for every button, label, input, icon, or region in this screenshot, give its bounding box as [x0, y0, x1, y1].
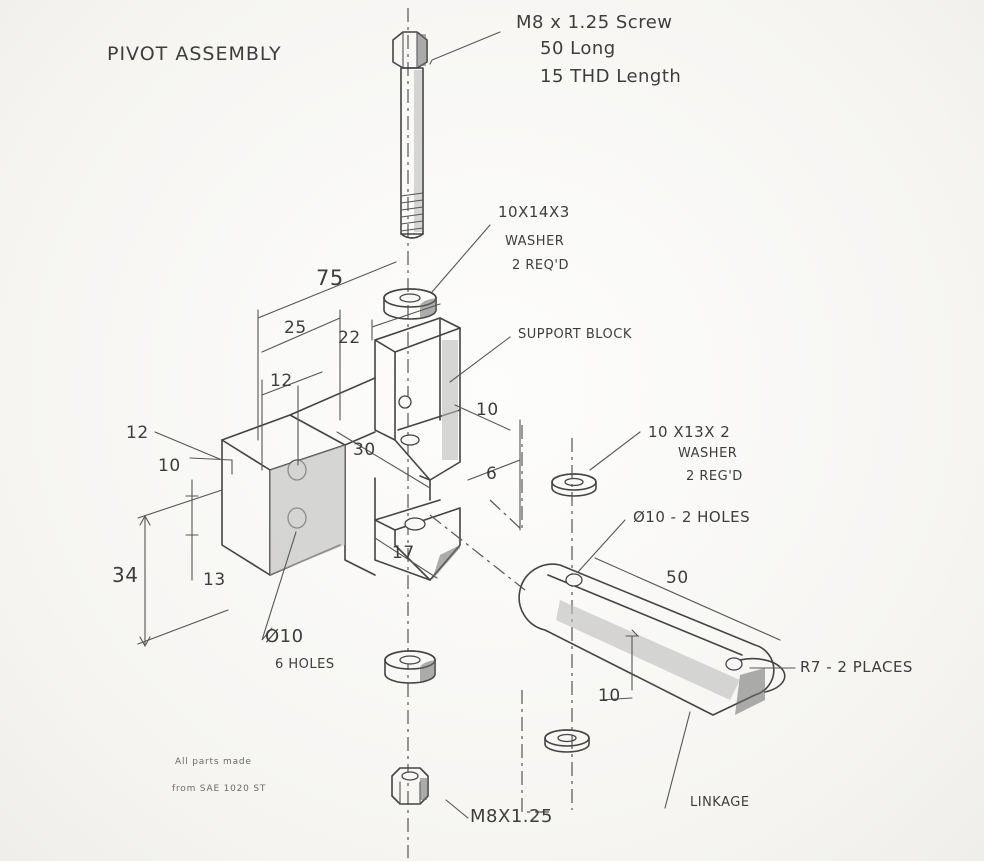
lower-washer	[384, 650, 436, 684]
small-washer-size: 10 X13X 2	[648, 423, 731, 441]
dimension-30: 30	[353, 440, 376, 460]
support-block	[221, 317, 461, 581]
radius-callout: R7 - 2 PLACES	[800, 658, 913, 676]
small-washer-bottom	[544, 729, 590, 753]
upper-washer-qty: 2 REQ'D	[512, 258, 569, 273]
upper-washer-size: 10X14X3	[498, 203, 570, 221]
small-washer-label: WASHER	[678, 446, 738, 461]
dimension-10-linkage: 10	[598, 686, 621, 706]
linkage	[518, 563, 786, 716]
nut-spec: M8X1.25	[470, 806, 553, 827]
upper-washer-label: WASHER	[505, 234, 565, 249]
drawing-title: PIVOT ASSEMBLY	[107, 43, 282, 65]
dimension-12-top: 12	[270, 371, 293, 391]
dimension-12-left: 12	[126, 423, 149, 443]
dimension-17: 17	[392, 543, 415, 563]
dimension-34: 34	[112, 563, 139, 587]
dimension-6: 6	[486, 464, 498, 484]
support-block-label: SUPPORT BLOCK	[518, 327, 632, 342]
material-note-line1: All parts made	[175, 757, 252, 767]
dimension-50: 50	[666, 568, 689, 588]
dimension-lines	[137, 31, 796, 819]
upper-washer	[383, 288, 437, 320]
screw-spec-line2: 50 Long	[540, 38, 616, 59]
dimension-25: 25	[284, 318, 307, 338]
linkage-label: LINKAGE	[690, 795, 750, 810]
screw	[392, 31, 428, 239]
small-washer-qty: 2 REG'D	[686, 469, 743, 484]
linkage-holes-callout: Ø10 - 2 HOLES	[633, 508, 751, 526]
assembly-path-lines	[429, 425, 550, 813]
block-holes-count: 6 HOLES	[275, 657, 335, 672]
dimension-75: 75	[316, 266, 344, 290]
dimension-10-right: 10	[476, 400, 499, 420]
material-note-line2: from SAE 1020 ST	[172, 784, 267, 794]
hex-nut	[391, 767, 429, 805]
screw-spec-line3: 15 THD Length	[540, 66, 682, 87]
small-washer-top	[551, 473, 597, 497]
block-holes-diameter: Ø10	[265, 626, 304, 647]
dimension-10-left: 10	[158, 456, 181, 476]
screw-spec-line1: M8 x 1.25 Screw	[516, 12, 673, 33]
dimension-22: 22	[338, 328, 361, 348]
dimension-13: 13	[203, 570, 226, 590]
